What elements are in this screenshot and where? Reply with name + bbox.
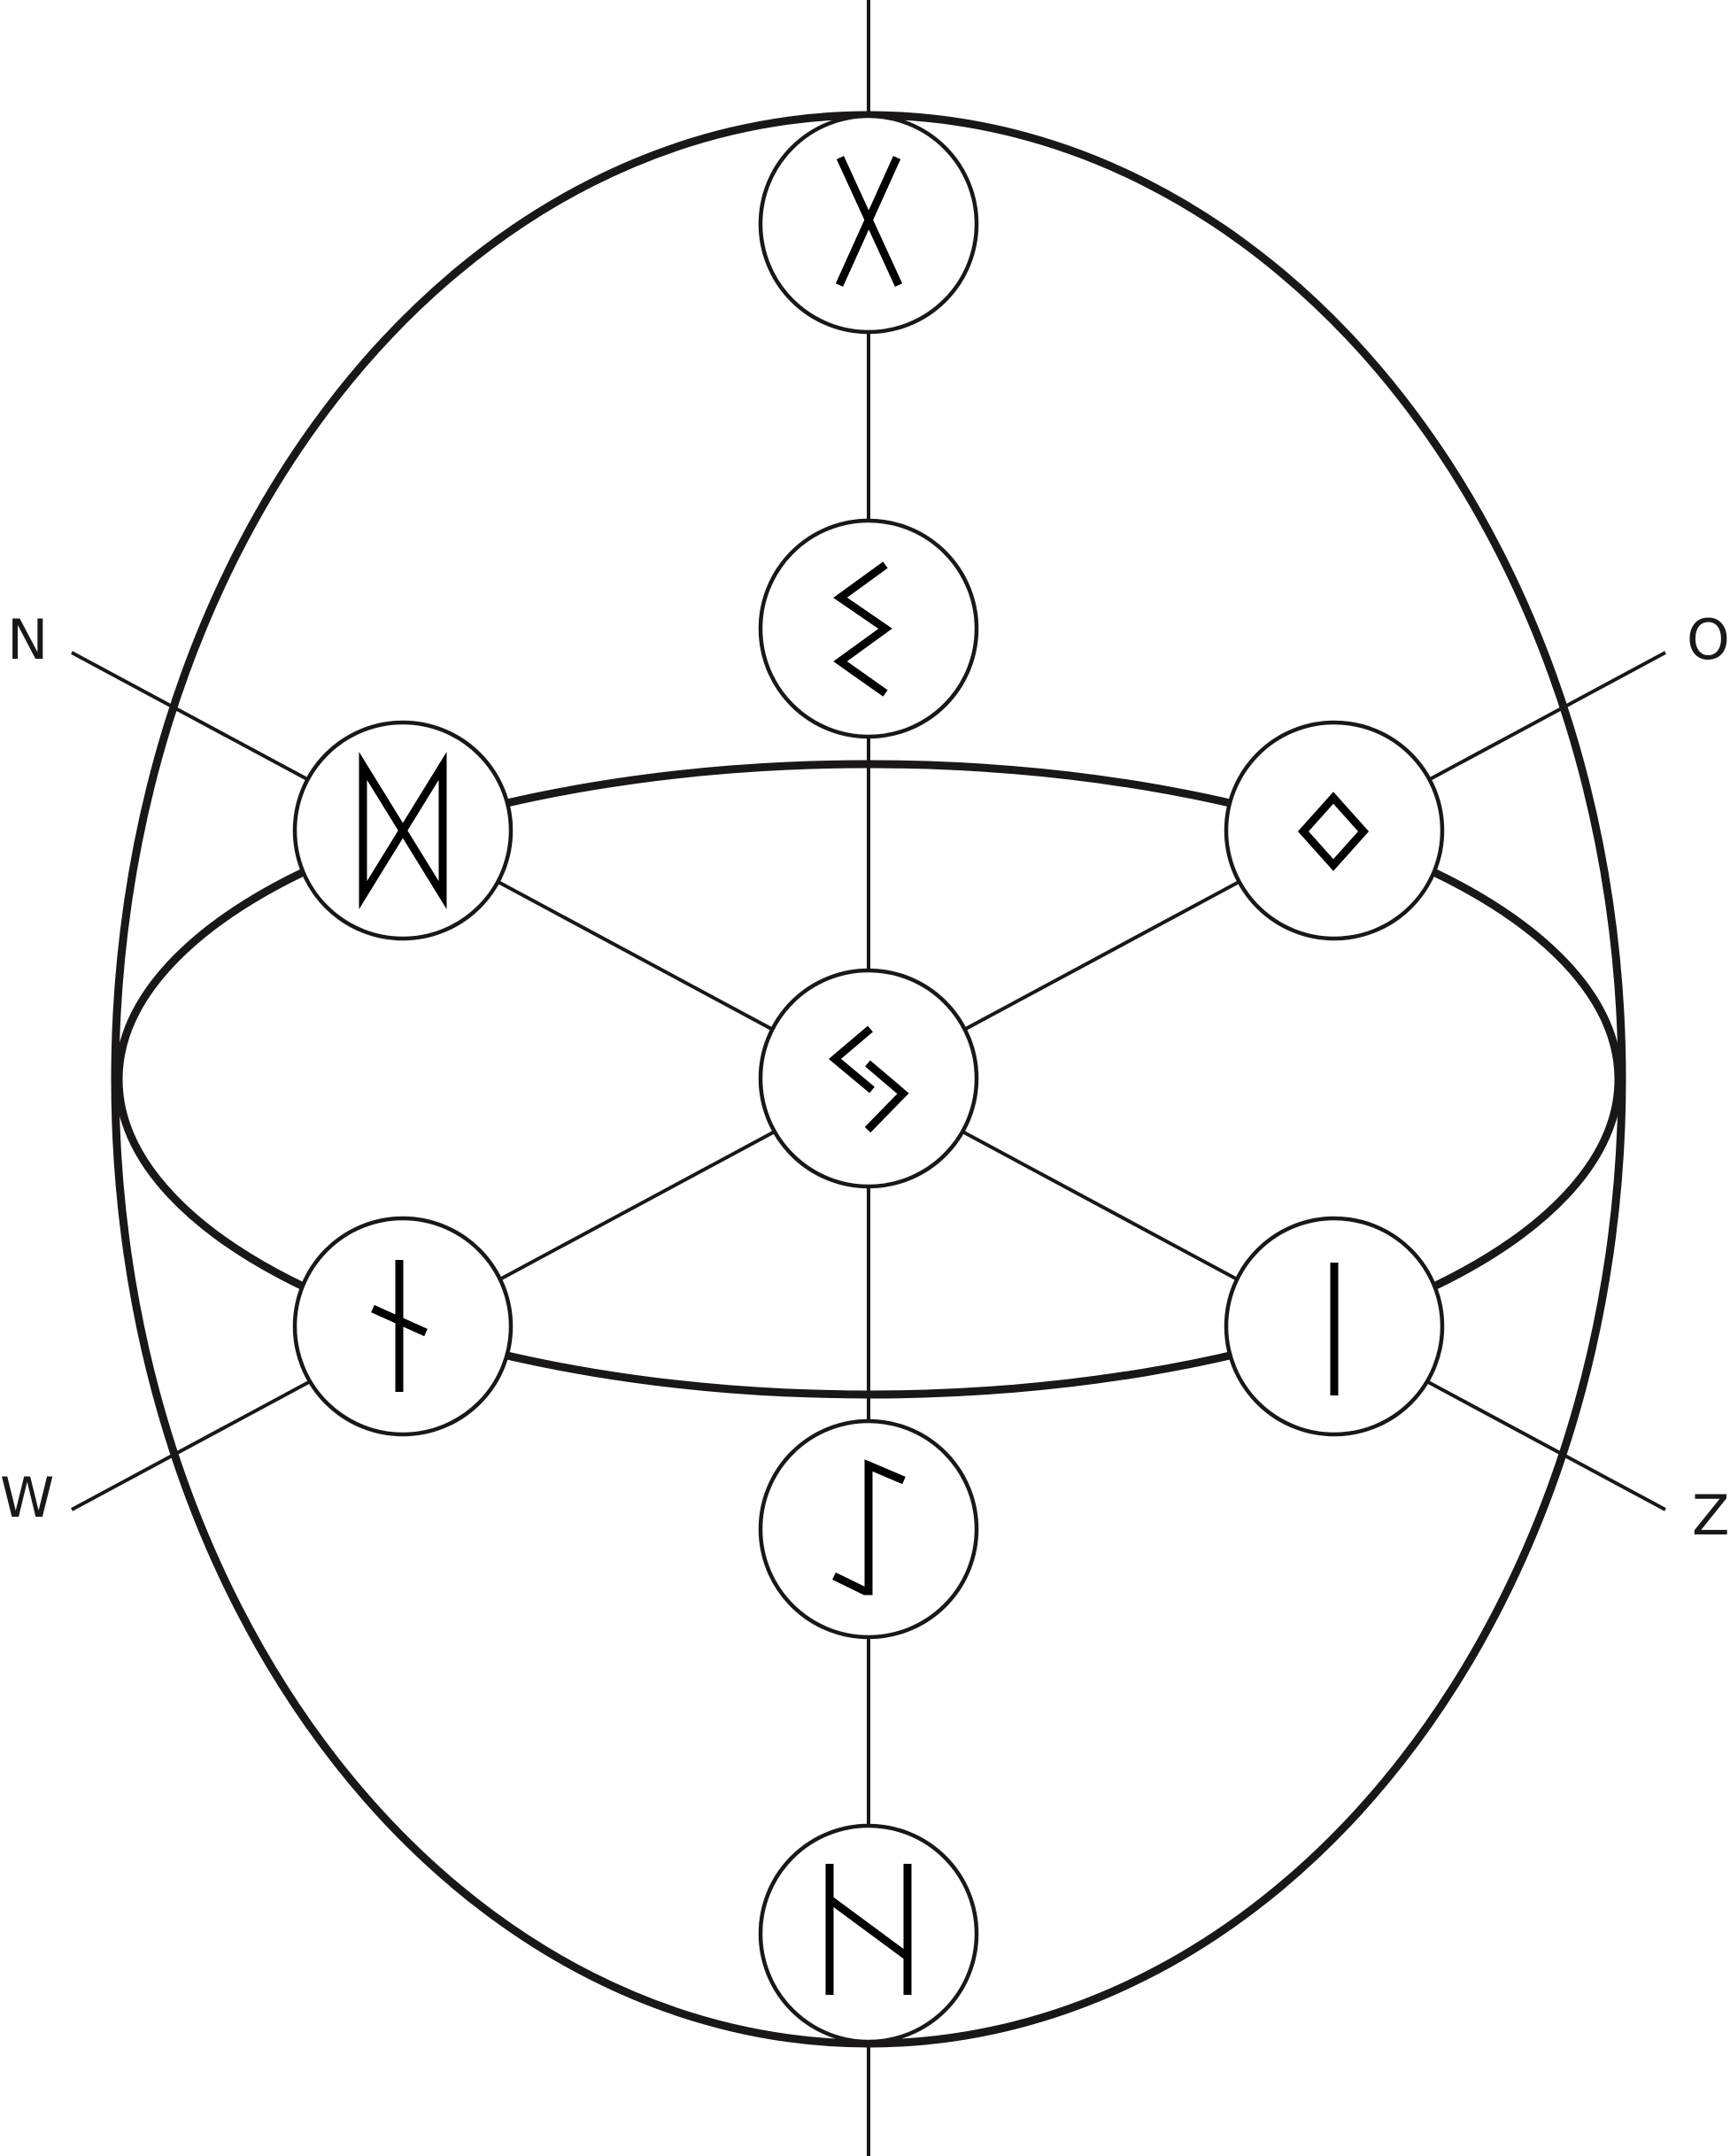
nauthiz-rune-icon xyxy=(371,1260,428,1392)
direction-label-o: O xyxy=(1687,607,1730,672)
node-nauthiz xyxy=(292,1216,514,1437)
hagalaz-rune-icon xyxy=(825,1864,912,1995)
jera-rune-icon xyxy=(829,1025,909,1133)
direction-label-z: Z xyxy=(1692,1483,1729,1548)
node-dagaz xyxy=(292,720,514,941)
node-sowilo xyxy=(758,518,979,739)
sowilo-rune-icon xyxy=(833,561,892,697)
direction-label-n: N xyxy=(7,607,48,672)
ingwaz-rune-icon xyxy=(1297,792,1370,871)
node-circle xyxy=(758,518,979,739)
node-gebo xyxy=(758,113,979,335)
node-eihwaz xyxy=(758,1418,979,1640)
node-ingwaz xyxy=(1224,720,1445,941)
direction-labels: N O W Z xyxy=(0,607,1730,1548)
node-hagalaz xyxy=(758,1823,979,2044)
horizontal-ring xyxy=(114,760,1623,1399)
dagaz-rune-icon xyxy=(359,752,447,909)
rune-nodes xyxy=(292,113,1445,2044)
eihwaz-rune-icon xyxy=(832,1459,906,1596)
node-jera xyxy=(758,968,979,1189)
gebo-rune-icon xyxy=(835,156,903,287)
node-circle xyxy=(758,968,979,1189)
direction-label-w: W xyxy=(0,1465,54,1530)
node-isa xyxy=(1224,1216,1445,1437)
node-circle xyxy=(758,1823,979,2044)
node-circle xyxy=(1224,720,1445,941)
